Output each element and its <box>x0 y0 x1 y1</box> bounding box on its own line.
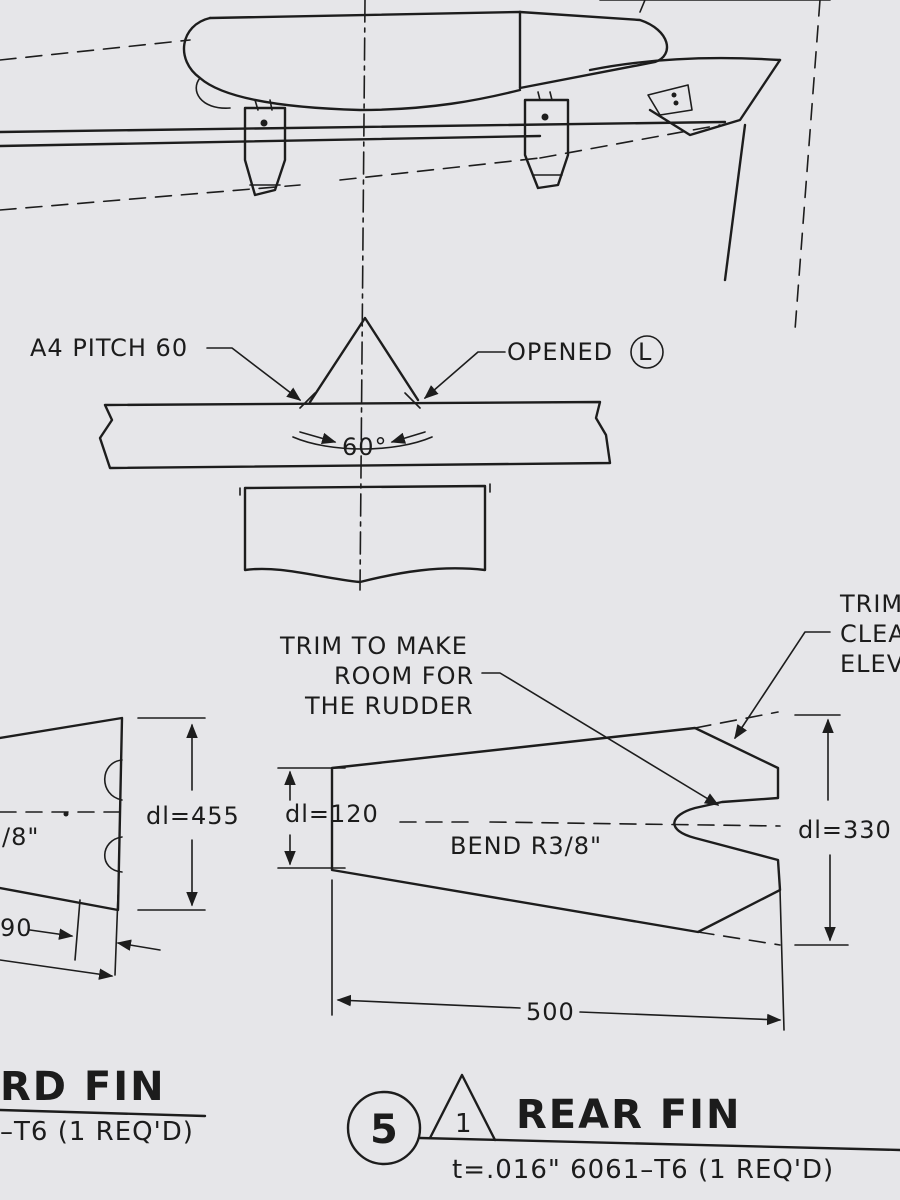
detail-number-circle <box>346 1090 422 1166</box>
revision-number: 1 <box>455 1109 473 1139</box>
bend-radius-label: BEND R3/8" <box>450 832 602 860</box>
pitch-label: A4 PITCH 60 <box>30 334 188 362</box>
dim-500-label: 500 <box>526 998 575 1026</box>
dl-330-label: dl=330 <box>798 816 892 844</box>
title-block-left <box>0 1108 207 1118</box>
forward-fin-title: RD FIN <box>0 1064 166 1110</box>
rear-fin <box>277 631 849 1031</box>
note-marker-circle <box>630 335 664 369</box>
forward-fin-partial <box>0 716 206 980</box>
detail-number: 5 <box>370 1107 400 1153</box>
trim-right-line3: ELEV <box>840 650 900 678</box>
trim-note-line1: TRIM TO MAKE <box>279 632 468 660</box>
fuselage-assembly <box>0 0 831 331</box>
opened-label: OPENED <box>507 338 613 366</box>
dl-120-label: dl=120 <box>285 800 379 828</box>
forward-fin-subtitle: –T6 (1 REQ'D) <box>0 1117 194 1147</box>
title-block-rear <box>346 1073 900 1166</box>
bend-detail <box>98 316 612 584</box>
dim-left-partial-label: 90 <box>0 914 33 942</box>
note-marker-text: L <box>638 338 652 366</box>
dl-455-label: dl=455 <box>146 802 240 830</box>
trim-note-line2: ROOM FOR <box>334 662 474 690</box>
rear-fin-subtitle: t=.016" 6061–T6 (1 REQ'D) <box>452 1155 834 1185</box>
trim-right-line1: TRIM <box>839 590 900 618</box>
angle-label: 60° <box>342 433 388 461</box>
bend-left-partial-label: /8" <box>2 823 39 851</box>
revision-triangle <box>428 1073 497 1142</box>
centerline <box>359 0 366 591</box>
trim-note-line3: THE RUDDER <box>304 692 474 720</box>
trim-right-line2: CLEA <box>840 620 900 648</box>
rear-fin-title: REAR FIN <box>516 1092 742 1138</box>
